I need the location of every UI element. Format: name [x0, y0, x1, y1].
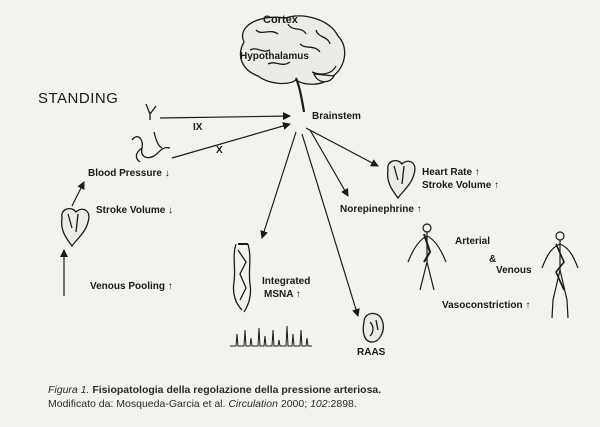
journal-year: 2000; — [277, 398, 311, 410]
arrow-to-raas — [301, 133, 360, 317]
leg-vessels-icon — [232, 243, 252, 313]
brain-icon — [239, 15, 346, 113]
arterial-tree-icon — [407, 223, 447, 291]
journal-name: Circulation — [228, 398, 278, 410]
blood-pressure-label: Blood Pressure ↓ — [88, 168, 170, 179]
heart-icon — [386, 159, 416, 200]
caption-title: Fisiopatologia della regolazione della p… — [89, 384, 382, 396]
cortex-label: Cortex — [263, 14, 298, 26]
norepinephrine-label: Norepinephrine ↑ — [340, 204, 422, 215]
arrow-x-to-brainstem — [171, 122, 291, 159]
stroke-volume-down-label: Stroke Volume ↓ — [96, 205, 174, 216]
stroke-volume-up-label: Stroke Volume ↑ — [422, 180, 500, 191]
integrated-label: Integrated — [262, 276, 311, 287]
connector-arrows — [60, 112, 379, 317]
arrow-to-heart-rate — [305, 127, 379, 167]
ampersand-label: & — [489, 254, 497, 265]
venous-label: Venous — [496, 265, 532, 276]
msna-trace-icon — [230, 325, 312, 347]
source-prefix: Modificato da: Mosqueda-Garcia et al. — [48, 398, 229, 410]
brainstem-label: Brainstem — [312, 111, 361, 122]
raas-label: RAAS — [357, 347, 386, 358]
journal-volume: 102 — [310, 398, 328, 410]
kidney-icon — [362, 312, 384, 343]
heart-rate-label: Heart Rate ↑ — [422, 167, 480, 178]
figure-number: Figura 1. — [48, 384, 90, 396]
hypothalamus-label: Hypothalamus — [240, 51, 309, 62]
arrow-heart-to-bp — [71, 181, 85, 207]
standing-label: STANDING — [38, 90, 119, 107]
venous-pooling-label: Venous Pooling ↑ — [90, 281, 173, 292]
caption-source-line: Modificato da: Mosqueda-Garcia et al. Ci… — [48, 397, 381, 411]
arrow-to-norepinephrine — [309, 129, 349, 197]
nerve-x-label: X — [216, 145, 223, 156]
figure-caption: Figura 1. Fisiopatologia della regolazio… — [48, 383, 381, 411]
arrow-to-msna — [260, 131, 297, 239]
venous-tree-icon — [541, 231, 579, 319]
heart-icon — [60, 207, 90, 248]
caption-title-line: Figura 1. Fisiopatologia della regolazio… — [48, 383, 381, 397]
vasoconstriction-label: Vasoconstriction ↑ — [442, 300, 531, 311]
msna-label: MSNA ↑ — [264, 289, 301, 300]
carotid-baroreceptor-icon — [131, 103, 171, 163]
arterial-label: Arterial — [455, 236, 491, 247]
journal-pages: :2898. — [327, 398, 357, 410]
arrow-ix-to-brainstem — [159, 112, 291, 121]
nerve-ix-label: IX — [193, 122, 203, 133]
